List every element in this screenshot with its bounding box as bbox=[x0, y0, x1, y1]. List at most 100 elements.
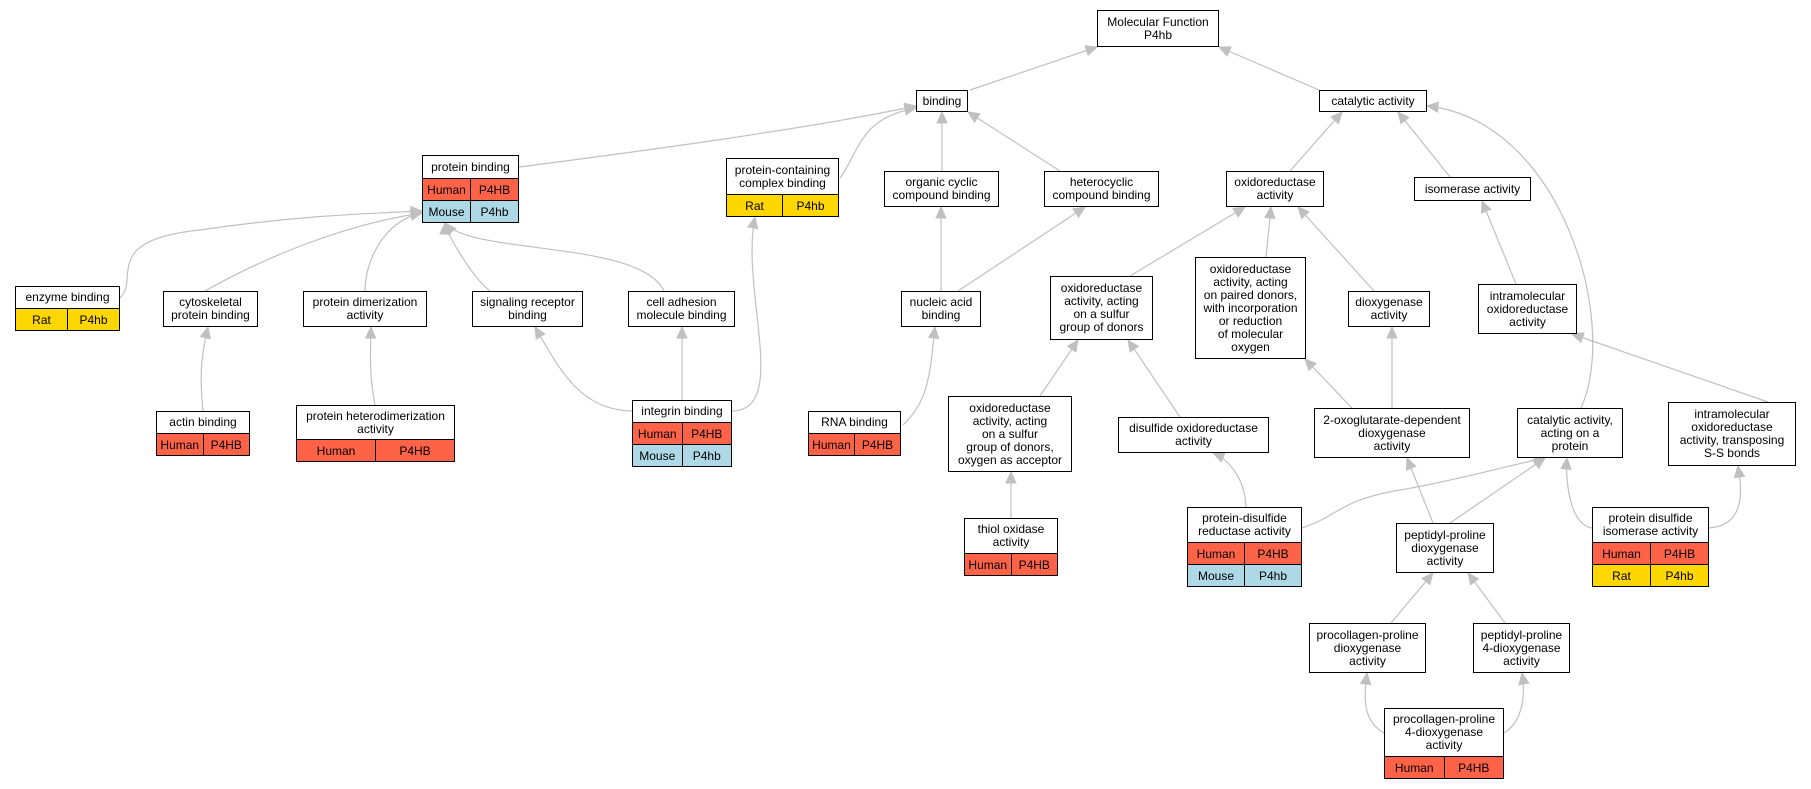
gene-cell: P4hb bbox=[470, 201, 518, 222]
edge-line bbox=[518, 105, 917, 168]
node-isomerase-activity[interactable]: isomerase activity bbox=[1414, 177, 1531, 201]
edge-arrowhead bbox=[1211, 452, 1226, 463]
species-cell: Human bbox=[1385, 757, 1444, 778]
edge-line bbox=[957, 206, 1086, 292]
edge-arrowhead bbox=[1397, 111, 1410, 125]
edge-arrowhead bbox=[966, 111, 981, 124]
edge-arrowhead bbox=[1481, 199, 1492, 214]
species-cell: Human bbox=[633, 423, 682, 444]
edge-arrowhead bbox=[1386, 325, 1398, 339]
edge-arrowhead bbox=[1217, 46, 1232, 57]
edge-line bbox=[967, 111, 1061, 172]
gene-cell: P4HB bbox=[202, 434, 249, 455]
gene-cell: P4hb bbox=[681, 445, 731, 466]
edge-line bbox=[1297, 206, 1375, 292]
species-cell: Mouse bbox=[423, 201, 470, 222]
edge-arrowhead bbox=[534, 325, 546, 340]
edge-arrowhead bbox=[1421, 572, 1434, 586]
gene-cell: P4hb bbox=[1650, 565, 1708, 586]
node-label: isomerase activity bbox=[1424, 181, 1521, 196]
node-label: actin binding bbox=[169, 415, 237, 429]
edge-line bbox=[1212, 452, 1247, 508]
edge-arrowhead bbox=[1518, 671, 1530, 686]
edge-arrowhead bbox=[1405, 456, 1417, 471]
species-cell: Rat bbox=[16, 309, 67, 330]
gene-cell: P4HB bbox=[375, 440, 454, 461]
node-label: binding bbox=[922, 93, 962, 108]
edge-line bbox=[444, 222, 665, 292]
edge-arrowhead bbox=[1066, 339, 1079, 353]
edge-arrowhead bbox=[935, 205, 947, 219]
edge-arrowhead bbox=[1072, 206, 1087, 219]
edge-line bbox=[1406, 457, 1434, 524]
edge-arrowhead bbox=[1560, 456, 1572, 470]
gene-cell: P4HB bbox=[1443, 757, 1503, 778]
edge-arrowhead bbox=[444, 222, 457, 236]
edge-line bbox=[204, 212, 423, 292]
gene-cell: P4HB bbox=[1244, 543, 1301, 564]
edge-line bbox=[534, 326, 633, 412]
species-cell: Human bbox=[423, 179, 470, 200]
edge-arrowhead bbox=[1425, 101, 1440, 113]
edge-line bbox=[200, 326, 209, 412]
edge-arrowhead bbox=[676, 325, 688, 339]
node-catalytic-activity[interactable]: catalytic activity bbox=[1319, 90, 1427, 112]
edge-arrowhead bbox=[1084, 45, 1099, 57]
species-cell: Human bbox=[157, 434, 203, 455]
species-cell: Rat bbox=[727, 195, 782, 216]
gene-cell: P4hb bbox=[782, 195, 838, 216]
edge-arrowhead bbox=[1232, 206, 1247, 218]
edge-arrowhead bbox=[1467, 572, 1480, 586]
node-binding[interactable]: binding bbox=[916, 90, 968, 112]
edge-line bbox=[902, 326, 936, 426]
gene-cell: P4HB bbox=[1010, 554, 1057, 575]
node-label: RNA binding bbox=[821, 415, 888, 429]
